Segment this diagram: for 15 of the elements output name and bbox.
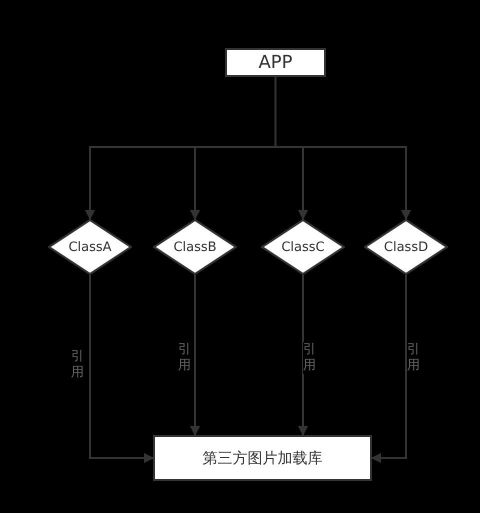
arrow bbox=[298, 275, 308, 436]
edge-label: 引用 bbox=[407, 342, 421, 374]
decision-diamond: ClassA bbox=[48, 219, 132, 275]
edge-label: 引用 bbox=[178, 342, 192, 374]
edge-label: 引用 bbox=[71, 349, 85, 381]
decision-diamond: ClassC bbox=[261, 219, 345, 275]
arrow bbox=[190, 275, 200, 436]
edge-label: 引用 bbox=[303, 342, 317, 374]
decision-diamond: ClassD bbox=[364, 219, 448, 275]
process-box: 第三方图片加载库 bbox=[153, 435, 372, 481]
process-box: APP bbox=[225, 48, 326, 77]
arrow bbox=[274, 77, 411, 220]
arrow bbox=[371, 275, 407, 463]
arrow bbox=[89, 275, 154, 463]
decision-diamond: ClassB bbox=[153, 219, 237, 275]
